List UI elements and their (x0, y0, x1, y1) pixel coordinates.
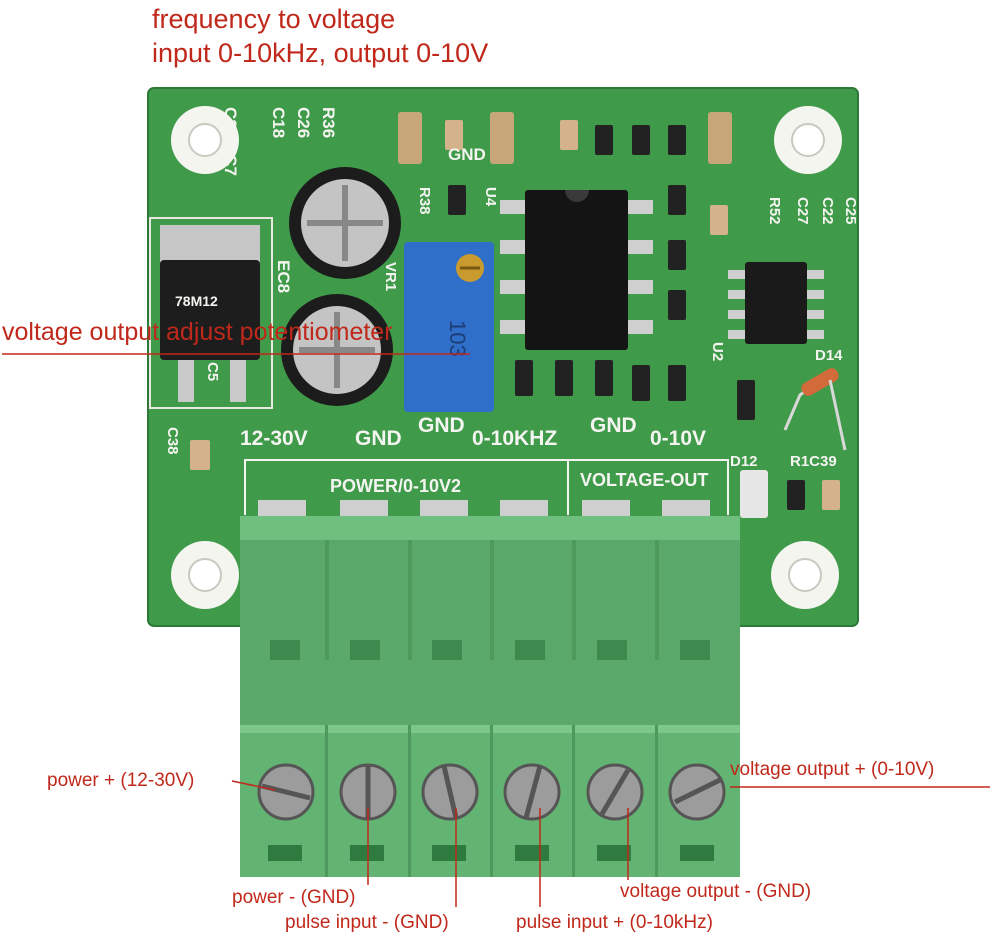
smd-components (190, 112, 840, 518)
pot-code: 103 (445, 320, 470, 357)
callout-power-minus: power - (GND) (232, 887, 356, 908)
callout-lines (2, 353, 990, 907)
silk-gnd-3: GND (590, 414, 637, 437)
terminal-block-upper (240, 500, 740, 700)
callout-power-plus: power + (12-30V) (47, 770, 195, 791)
potentiometer-annotation: voltage output adjust potentiometer (2, 318, 393, 346)
silk-r38: R38 (416, 187, 433, 215)
silk-ec8: EC8 (274, 260, 293, 293)
regulator-marking: 78M12 (175, 293, 218, 309)
silk-r52: R52 (766, 197, 783, 225)
regulator-78m12: 78M12 (149, 217, 273, 409)
silk-gnd-1: GND (355, 427, 402, 450)
silk-gnd-2: GND (418, 414, 465, 437)
silk-d14: D14 (815, 347, 843, 364)
callout-pulse-input-minus: pulse input - (GND) (285, 912, 449, 933)
silk-power-header: POWER/0-10V2 (330, 476, 461, 496)
potentiometer-vr1: 103 (404, 242, 494, 412)
silk-c26: C26 (294, 107, 313, 138)
silk-c5: C5 (204, 362, 221, 381)
silk-r1c39: R1C39 (790, 453, 837, 470)
diode-d14 (783, 368, 847, 451)
silk-voltage-header: VOLTAGE-OUT (580, 470, 708, 490)
plug-connector (240, 660, 740, 877)
silk-c27: C27 (794, 197, 811, 225)
silk-gnd-top: GND (448, 145, 486, 164)
title-line-2: input 0-10kHz, output 0-10V (152, 38, 489, 68)
silk-vr1: VR1 (382, 262, 399, 291)
mounting-holes (171, 106, 842, 609)
silk-c36-ec7: C36 EC7 (221, 107, 240, 176)
silk-c38: C38 (164, 427, 181, 455)
capacitor-ec8 (281, 294, 393, 406)
silk-d12: D12 (730, 453, 758, 470)
silkscreen-labels: C36 EC7 C18 C26 R36 EC8 VR1 C5 C38 R38 U… (164, 107, 859, 515)
silk-output-range: 0-10V (650, 427, 706, 450)
silk-u2: U2 (709, 342, 726, 361)
silk-u4: U4 (482, 187, 499, 207)
silk-c18: C18 (269, 107, 288, 138)
ic-u2 (728, 262, 824, 344)
silk-c22: C22 (819, 197, 836, 225)
ic-u4 (500, 190, 653, 350)
silk-r36: R36 (319, 107, 338, 138)
terminal-screws (257, 763, 726, 821)
silk-input-range: 0-10KHZ (472, 427, 557, 450)
callout-voltage-output-plus: voltage output + (0-10V) (730, 759, 935, 780)
capacitor-ec7 (289, 167, 401, 279)
title-line-1: frequency to voltage (152, 4, 396, 34)
callout-voltage-output-minus: voltage output - (GND) (620, 881, 812, 902)
callout-pulse-input-plus: pulse input + (0-10kHz) (516, 912, 713, 933)
silk-power-range: 12-30V (240, 427, 308, 450)
silk-c25: C25 (842, 197, 859, 225)
